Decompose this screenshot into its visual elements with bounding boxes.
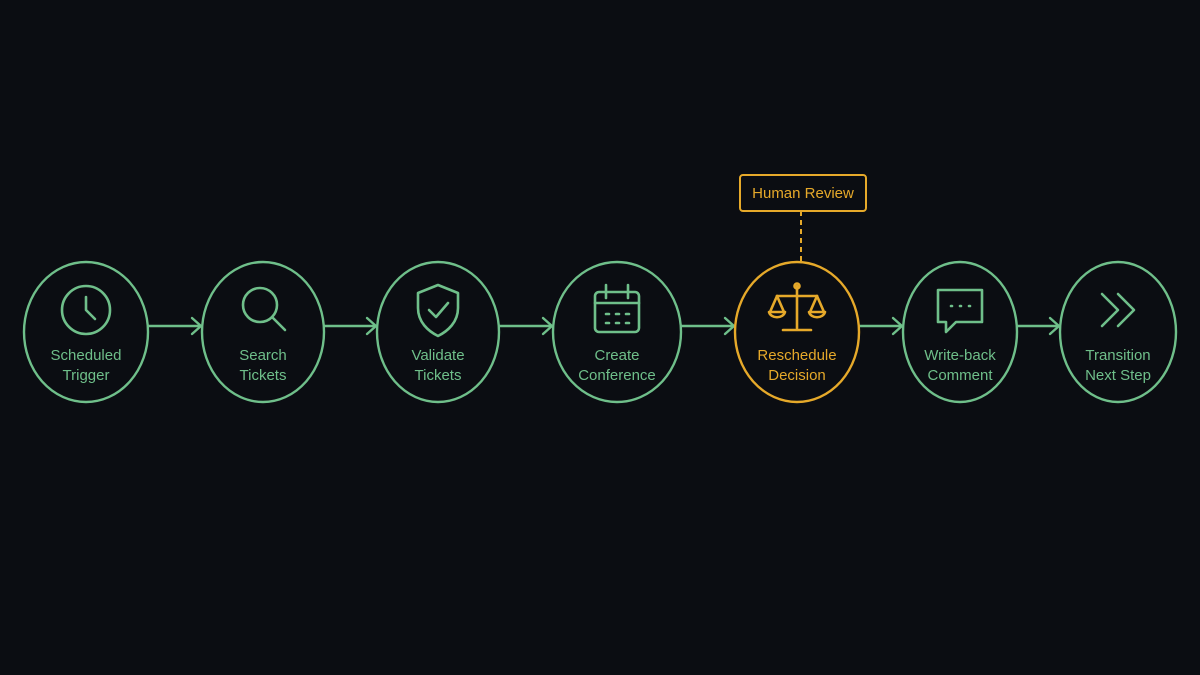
- search-icon: [241, 286, 287, 332]
- connector-layer: [148, 316, 1061, 336]
- step-ring: [375, 260, 501, 404]
- node-layer: ScheduledTriggerSearchTicketsValidateTic…: [22, 260, 1178, 404]
- step-label-line: Scheduled: [51, 347, 122, 364]
- step-ring: [22, 260, 150, 404]
- step-ring: [1058, 260, 1178, 404]
- step-label-line: Decision: [768, 367, 826, 384]
- step-label-line: Next Step: [1085, 367, 1151, 384]
- step-ring: [733, 260, 861, 404]
- flow-arrow: [324, 316, 378, 336]
- step-label-line: Transition: [1085, 347, 1150, 364]
- step-label-line: Comment: [927, 367, 993, 384]
- calendar-icon: [593, 283, 641, 334]
- flow-arrow: [1017, 316, 1061, 336]
- flow-arrow: [681, 316, 736, 336]
- step-label-line: Reschedule: [757, 347, 836, 364]
- step-label-line: Trigger: [63, 367, 110, 384]
- arrow-head: [541, 316, 554, 336]
- review-label: Human Review: [752, 185, 854, 202]
- clock-icon: [60, 284, 112, 336]
- shield-check-icon: [416, 283, 460, 338]
- scales-icon: [767, 282, 827, 332]
- step-ring: [901, 260, 1019, 404]
- step-label-line: Write-back: [924, 347, 996, 364]
- step-label-line: Conference: [578, 367, 656, 384]
- step-label-line: Validate: [411, 347, 464, 364]
- step-label-line: Tickets: [415, 367, 462, 384]
- flow-arrow: [499, 316, 554, 336]
- step-label-line: Search: [239, 347, 287, 364]
- flow-arrow: [148, 316, 203, 336]
- double-chevron-right-icon: [1100, 292, 1136, 328]
- step-label-line: Tickets: [240, 367, 287, 384]
- review-box: [739, 174, 867, 212]
- review-callout: Human Review: [739, 174, 867, 262]
- step-label-line: Create: [594, 347, 639, 364]
- step-ring: [551, 260, 683, 404]
- flow-arrow: [859, 316, 904, 336]
- chat-bubble-icon: [936, 288, 984, 334]
- step-ring: [200, 260, 326, 404]
